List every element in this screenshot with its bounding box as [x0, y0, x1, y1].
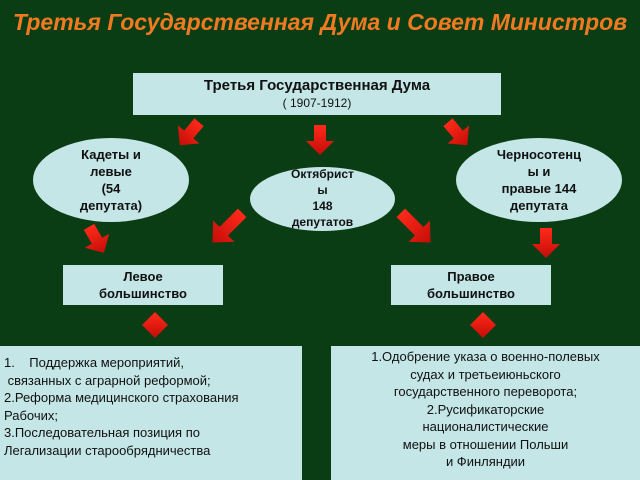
list-item: 2.Реформа медицинского страхования [4, 390, 239, 405]
left-majority-list: 1. Поддержка мероприятий, связанных с аг… [0, 346, 302, 480]
majority-line: большинство [99, 286, 187, 301]
arrow-icon [443, 118, 470, 146]
arrow-icon [306, 125, 334, 155]
list-item: Рабочих; [4, 407, 59, 423]
page-title: Третья Государственная Дума и Совет Мини… [12, 9, 628, 35]
party-line: правые 144 [501, 181, 577, 196]
list-item: 2.Русификаторские [426, 401, 545, 417]
party-line: депутата) [79, 198, 143, 213]
party-line: Черносотенц [496, 147, 582, 162]
list-item: 1.Одобрение указа о военно-полевых [371, 349, 600, 364]
diamond-icon [142, 312, 168, 338]
party-line: Октябрист [291, 167, 354, 181]
list-item: Легализации старообрядничества [4, 442, 211, 458]
list-item: судах и третьеиюньского [410, 366, 561, 382]
party-line: 148 [312, 199, 333, 213]
right-majority-box: Правое большинство [391, 265, 551, 305]
party-line: (54 [101, 181, 121, 196]
majority-line: большинство [427, 286, 515, 301]
arrow-icon [532, 228, 560, 258]
diamond-icon [470, 312, 496, 338]
party-line: левые [90, 164, 132, 179]
left-majority-box: Левое большинство [63, 265, 223, 305]
right-majority-list: 1.Одобрение указа о военно-полевых судах… [331, 346, 640, 480]
list-item: связанных с аграрной реформой; [4, 372, 211, 388]
list-item: государственного переворота; [393, 384, 578, 399]
duma-box: Третья Государственная Дума ( 1907-1912) [133, 73, 501, 115]
party-cadets-oval: Кадеты и левые (54 депутата) [33, 138, 189, 222]
arrow-icon [396, 208, 431, 243]
party-black-hundreds-oval: Черносотенц ы и правые 144 депутата [456, 138, 622, 222]
party-octobrists-oval: Октябрист ы 148 депутатов [250, 167, 395, 231]
list-item: меры в отношении Польши [402, 436, 569, 452]
majority-line: Левое [123, 269, 163, 284]
party-line: ы [317, 183, 328, 197]
list-item: националистические [422, 419, 549, 434]
duma-years: ( 1907-1912) [282, 96, 352, 110]
list-item: 1. Поддержка мероприятий, [4, 355, 185, 370]
party-line: ы и [527, 164, 551, 179]
duma-name: Третья Государственная Дума [203, 77, 431, 94]
arrow-icon [177, 118, 204, 146]
arrow-icon [83, 223, 110, 253]
party-line: Кадеты и [81, 147, 141, 162]
list-item: 3.Последовательная позиция по [4, 425, 200, 440]
arrow-icon [212, 208, 247, 243]
list-item: и Финляндии [445, 454, 526, 469]
party-line: депутата [510, 198, 568, 213]
majority-line: Правое [447, 269, 495, 284]
party-line: депутатов [291, 215, 354, 229]
